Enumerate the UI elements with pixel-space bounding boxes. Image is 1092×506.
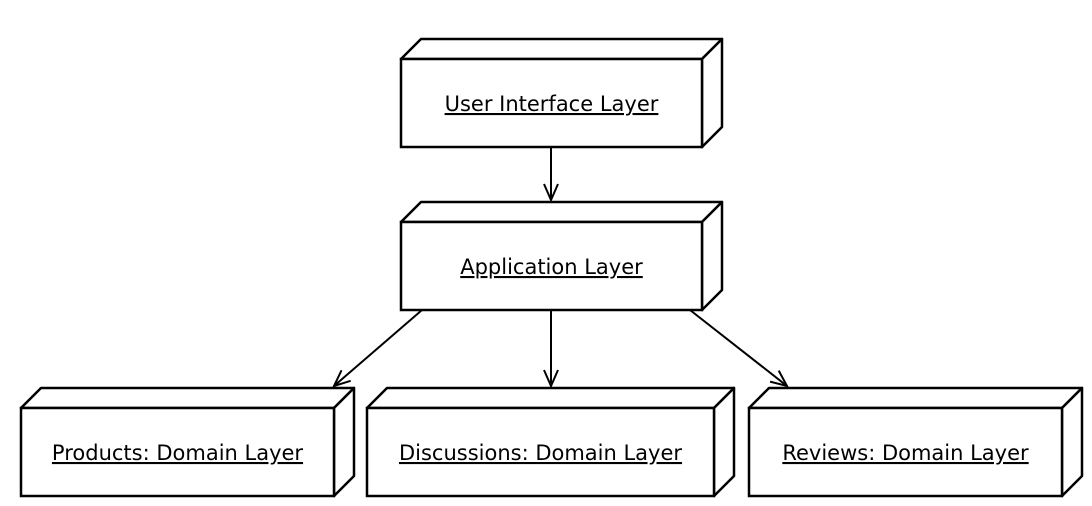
node-front-face xyxy=(399,220,704,312)
node-discussions-domain-layer: Discussions: Domain Layer xyxy=(365,386,736,498)
node-label: Discussions: Domain Layer xyxy=(399,441,682,465)
node-application-layer: Application Layer xyxy=(399,200,724,312)
node-top-face xyxy=(365,386,736,410)
node-side-face xyxy=(1060,386,1084,498)
node-label: User Interface Layer xyxy=(445,92,659,116)
node-front-face xyxy=(19,406,336,498)
node-label: Application Layer xyxy=(460,255,643,279)
node-label: Products: Domain Layer xyxy=(52,441,304,465)
node-top-face xyxy=(19,386,356,410)
edges xyxy=(334,147,787,386)
node-front-face xyxy=(399,57,704,149)
edge-app-to-products xyxy=(334,309,423,386)
node-side-face xyxy=(700,200,724,312)
node-reviews-domain-layer: Reviews: Domain Layer xyxy=(747,386,1084,498)
node-user-interface-layer: User Interface Layer xyxy=(399,37,724,149)
node-side-face xyxy=(700,37,724,149)
edge-app-to-reviews xyxy=(689,309,787,386)
node-top-face xyxy=(747,386,1084,410)
node-front-face xyxy=(747,406,1064,498)
node-side-face xyxy=(712,386,736,498)
node-top-face xyxy=(399,37,724,61)
node-side-face xyxy=(332,386,356,498)
node-label: Reviews: Domain Layer xyxy=(782,441,1029,465)
node-front-face xyxy=(365,406,716,498)
node-products-domain-layer: Products: Domain Layer xyxy=(19,386,356,498)
node-top-face xyxy=(399,200,724,224)
